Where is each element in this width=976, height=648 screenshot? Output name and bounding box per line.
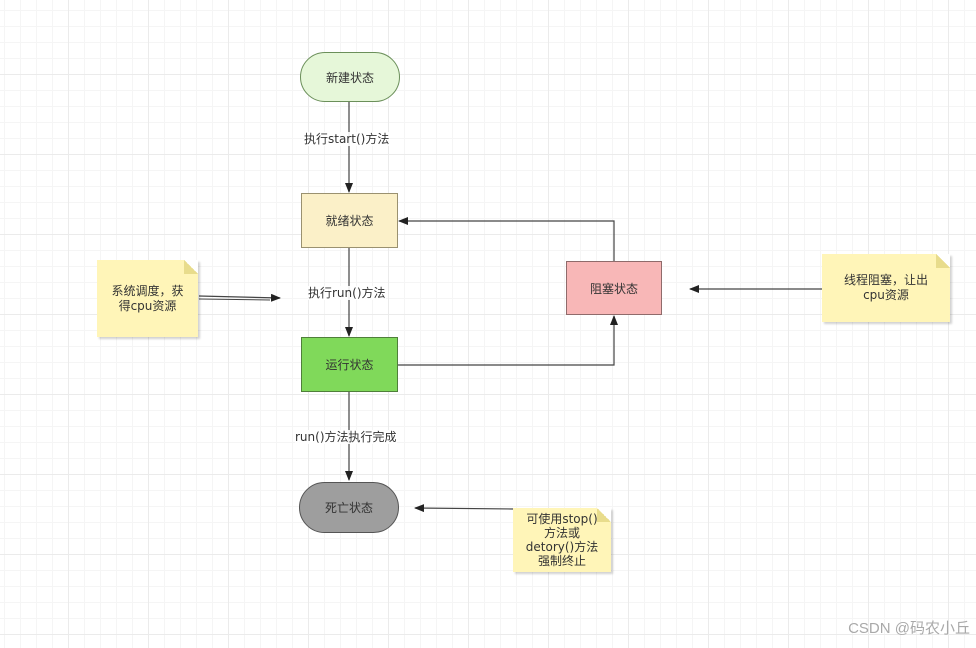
- note-stop-line3: detory()方法: [525, 540, 599, 554]
- edge-blocked-to-ready: [398, 217, 615, 261]
- node-new-label: 新建状态: [325, 70, 374, 85]
- node-dead-label: 死亡状态: [324, 501, 373, 515]
- node-ready-label: 就绪状态: [325, 214, 374, 228]
- edge-stop-note: [414, 504, 514, 513]
- edge-running-to-blocked: [397, 315, 618, 366]
- note-stop: 可使用stop() 方法或 detory()方法 强制终止: [513, 508, 611, 572]
- note-blocked-line2: cpu资源: [863, 288, 909, 302]
- edge-label-start: 执行start()方法: [304, 132, 390, 146]
- edge-label-finish: run()方法执行完成: [295, 430, 397, 444]
- edge-schedule-note: [198, 293, 281, 302]
- note-schedule-line1: 系统调度，获: [111, 283, 184, 298]
- node-blocked: 阻塞状态: [566, 261, 662, 315]
- note-schedule: 系统调度，获 得cpu资源: [97, 260, 198, 337]
- node-running: 运行状态: [301, 337, 398, 392]
- note-schedule-line2: 得cpu资源: [118, 298, 177, 313]
- note-blocked-line1: 线程阻塞，让出: [843, 273, 928, 287]
- node-new: 新建状态: [300, 52, 400, 102]
- note-stop-line4: 强制终止: [537, 554, 586, 568]
- note-stop-line1: 可使用stop(): [526, 512, 598, 526]
- node-blocked-label: 阻塞状态: [589, 281, 638, 296]
- note-stop-line2: 方法或: [543, 526, 580, 540]
- edge-label-run: 执行run()方法: [308, 286, 386, 300]
- edge-schedule-note-double: [198, 298, 271, 301]
- node-running-label: 运行状态: [325, 358, 374, 372]
- node-ready: 就绪状态: [301, 193, 398, 248]
- node-dead: 死亡状态: [299, 482, 399, 533]
- watermark: CSDN @码农小丘: [848, 620, 970, 637]
- note-blocked: 线程阻塞，让出 cpu资源: [822, 254, 950, 322]
